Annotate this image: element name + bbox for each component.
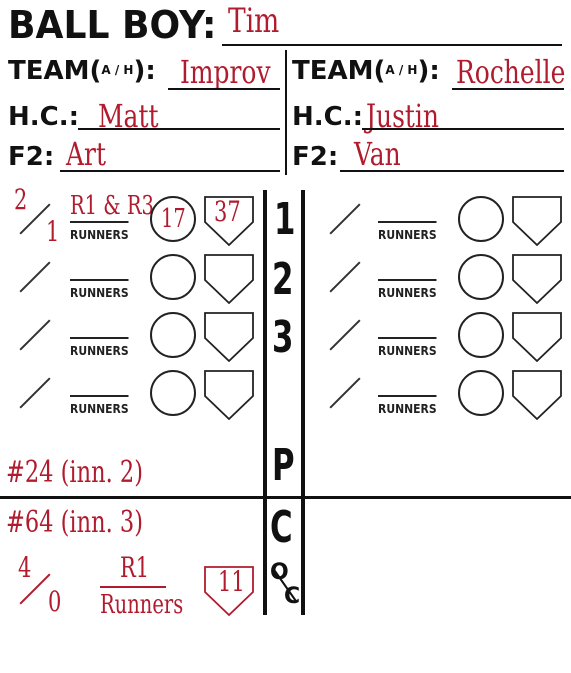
row1-runners-value[interactable]: R1 & R3 [70,191,154,221]
row3-home-plate[interactable] [204,312,254,362]
runners-label: RUNNERS [70,279,129,300]
count-slash [329,261,361,293]
team-label-text: TEAM( [8,56,102,86]
ah-text: A / H [101,63,134,77]
inning-3-label: 3 [272,312,294,363]
section-divider [0,496,571,499]
right-row3-home-plate[interactable] [512,312,562,362]
right-row1-circle[interactable] [458,196,504,242]
catcher-runners-label: Runners [100,590,184,620]
center-rule-left [263,190,267,615]
right-hc-label: H.C.: [292,102,363,132]
catcher-home-plate[interactable] [204,566,254,616]
row1-circle[interactable] [150,196,196,242]
left-hc-label: H.C.: [8,102,79,132]
ah-text: A / H [385,63,418,77]
catcher-label: C [270,502,293,553]
right-row4-circle[interactable] [458,370,504,416]
right-hc-value[interactable]: Justin [366,97,439,135]
right-row3-circle[interactable] [458,312,504,358]
left-f2-line [60,170,280,172]
right-row2-home-plate[interactable] [512,254,562,304]
row1-circle-value: 17 [161,204,186,234]
left-team-label: TEAM(A / H): [8,58,156,84]
count-slash [329,377,361,409]
runners-label: RUNNERS [70,395,129,416]
oc-label: O C [268,560,302,610]
inning-2-label: 2 [272,254,294,305]
left-team-value[interactable]: Improv [180,53,271,91]
right-f2-line [340,170,564,172]
catcher-runners-line [100,586,166,588]
team-label-end: ): [417,56,440,86]
count-slash [19,377,51,409]
catcher-runners-value[interactable]: R1 [120,551,150,584]
count-slash [329,203,361,235]
pitcher-label: P [272,440,295,491]
inning-1-label: 1 [274,194,296,245]
runners-label: RUNNERS [70,221,129,242]
right-row1-home-plate[interactable] [512,196,562,246]
row1-count-top[interactable]: 2 [14,183,28,216]
right-hc-line [362,128,564,130]
center-rule-right [301,190,305,615]
row4-home-plate[interactable] [204,370,254,420]
row1-count-bottom[interactable]: 1 [46,215,60,248]
pitcher-note[interactable]: #24 (inn. 2) [6,455,143,490]
runners-label: RUNNERS [378,221,437,242]
right-f2-value[interactable]: Van [354,135,401,173]
right-row2-circle[interactable] [458,254,504,300]
runners-label: RUNNERS [70,337,129,358]
row4-circle[interactable] [150,370,196,416]
catcher-count-bottom[interactable]: 0 [48,585,62,618]
row2-circle[interactable] [150,254,196,300]
team-label-end: ): [133,56,156,86]
ball-boy-label: BALL BOY: [8,3,217,47]
left-hc-value[interactable]: Matt [98,97,159,135]
count-slash [329,319,361,351]
count-slash [19,319,51,351]
row1-home-plate[interactable] [204,196,254,246]
right-f2-label: F2: [292,142,339,172]
right-team-line [452,88,564,90]
right-team-value[interactable]: Rochelle [456,53,566,91]
team-label-text: TEAM( [292,56,386,86]
ball-boy-line [222,44,562,46]
right-row4-home-plate[interactable] [512,370,562,420]
runners-label: RUNNERS [378,337,437,358]
catcher-note[interactable]: #64 (inn. 3) [6,505,143,540]
ball-boy-value[interactable]: Tim [228,1,280,41]
row1-plate-value: 37 [214,195,241,228]
oc-top: O [270,560,289,585]
runners-label: RUNNERS [378,279,437,300]
left-team-line [168,88,280,90]
runners-label: RUNNERS [378,395,437,416]
right-team-label: TEAM(A / H): [292,58,440,84]
team-divider [285,50,287,175]
oc-bottom: C [284,584,301,609]
row3-circle[interactable] [150,312,196,358]
row2-home-plate[interactable] [204,254,254,304]
left-f2-label: F2: [8,142,55,172]
left-f2-value[interactable]: Art [66,135,106,173]
left-hc-line [78,128,280,130]
catcher-plate-value: 11 [218,565,245,598]
count-slash [19,261,51,293]
catcher-count-top[interactable]: 4 [18,551,32,584]
